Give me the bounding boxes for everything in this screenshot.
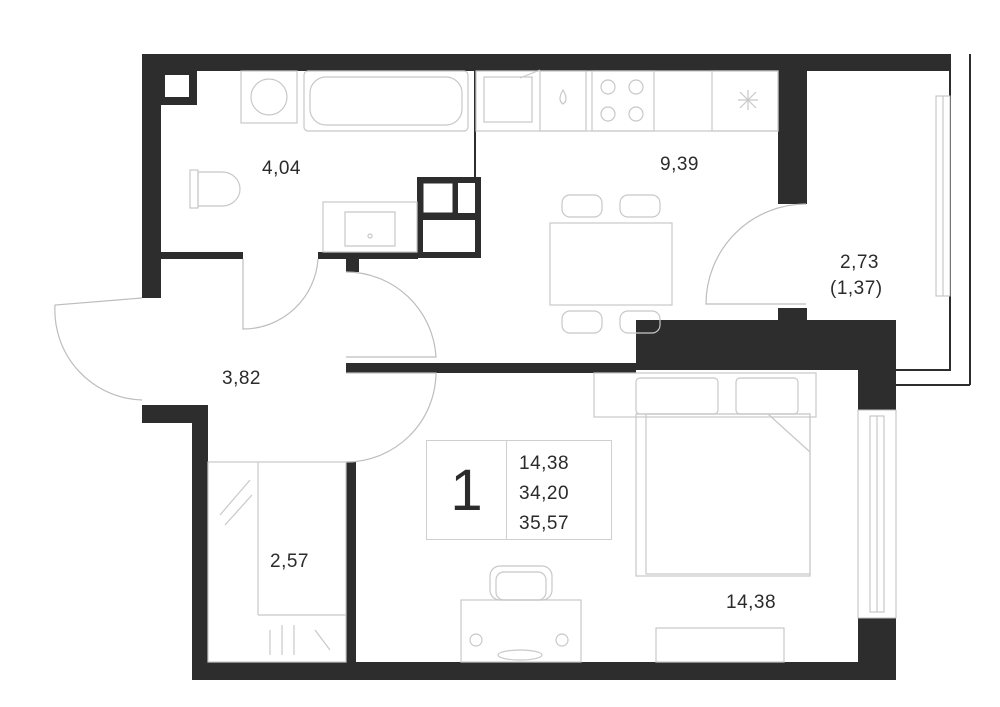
bathroom-area-label: 4,04 bbox=[262, 158, 301, 179]
windows bbox=[857, 95, 951, 619]
doors bbox=[54, 203, 807, 463]
duct bbox=[157, 67, 197, 105]
summary-divider bbox=[506, 441, 507, 539]
shafts bbox=[417, 177, 481, 258]
wardrobe-area-label: 2,57 bbox=[270, 551, 309, 572]
total-area-with-balcony: 35,57 bbox=[519, 513, 570, 534]
kitchen-area-label: 9,39 bbox=[660, 154, 699, 175]
furniture bbox=[189, 69, 817, 663]
walls bbox=[142, 54, 950, 680]
bedroom-area-label: 14,38 bbox=[726, 592, 777, 613]
balcony-reduced-area-label: (1,37) bbox=[830, 278, 883, 299]
living-area: 14,38 bbox=[519, 453, 570, 474]
hallway-area-label: 3,82 bbox=[222, 368, 261, 389]
summary-values: 14,38 34,20 35,57 bbox=[519, 449, 569, 539]
total-area: 34,20 bbox=[519, 483, 570, 504]
balcony-area-label: 2,73 bbox=[840, 252, 879, 273]
apartment-summary: 1 14,38 34,20 35,57 bbox=[426, 440, 612, 540]
room-count: 1 bbox=[450, 457, 483, 523]
